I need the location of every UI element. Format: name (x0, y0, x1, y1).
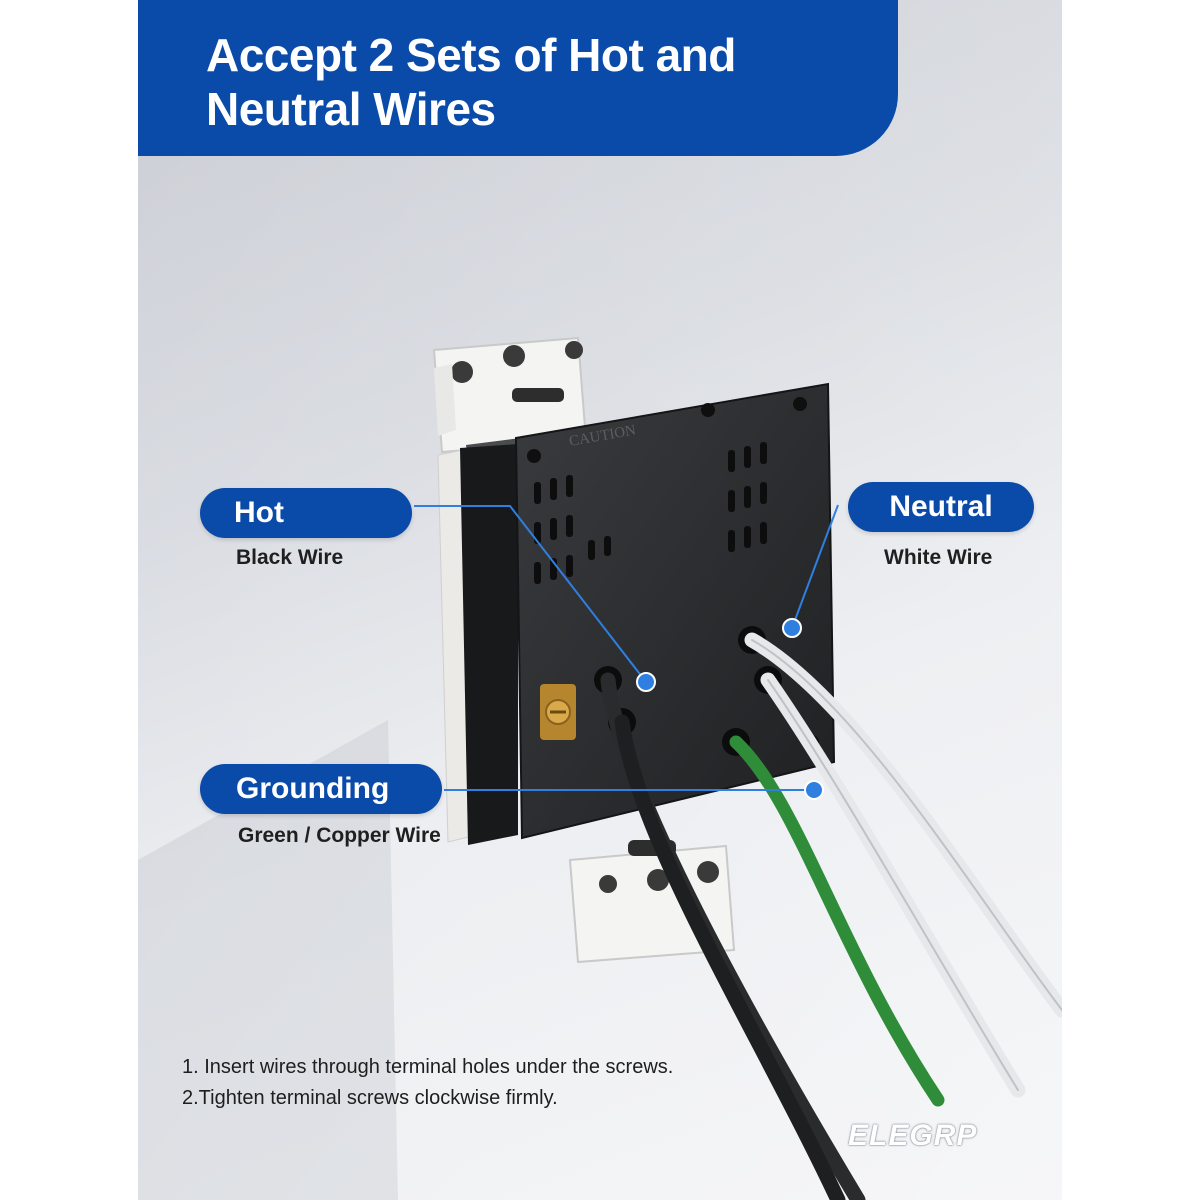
callout-lines (414, 504, 839, 791)
instruction-step-1: 1. Insert wires through terminal holes u… (182, 1056, 674, 1078)
hot-callout-dot (636, 672, 656, 692)
hot-label: Hot (200, 488, 412, 538)
outlet-illustration: CAUTION (138, 0, 1062, 1200)
scene-background: CAUTION (138, 0, 1062, 1200)
ground-screw (540, 684, 576, 740)
brand-logo: ELEGRP (848, 1119, 978, 1152)
instruction-step-2: 2.Tighten terminal screws clockwise firm… (182, 1087, 558, 1109)
outlet-back-body: CAUTION (460, 382, 836, 845)
title-banner: Accept 2 Sets of Hot and Neutral Wires (138, 0, 898, 156)
mounting-strap (432, 336, 736, 964)
neutral-label: Neutral (848, 482, 1034, 532)
neutral-subtitle: White Wire (884, 546, 993, 569)
grounding-label: Grounding (200, 764, 442, 814)
wires (600, 632, 1062, 1200)
ground-callout-dot (804, 780, 824, 800)
grounding-subtitle: Green / Copper Wire (238, 824, 441, 847)
page-title: Accept 2 Sets of Hot and Neutral Wires (206, 29, 736, 135)
hot-subtitle: Black Wire (236, 546, 344, 569)
instructions: 1. Insert wires through terminal holes u… (182, 1052, 673, 1114)
neutral-callout-dot (782, 618, 802, 638)
